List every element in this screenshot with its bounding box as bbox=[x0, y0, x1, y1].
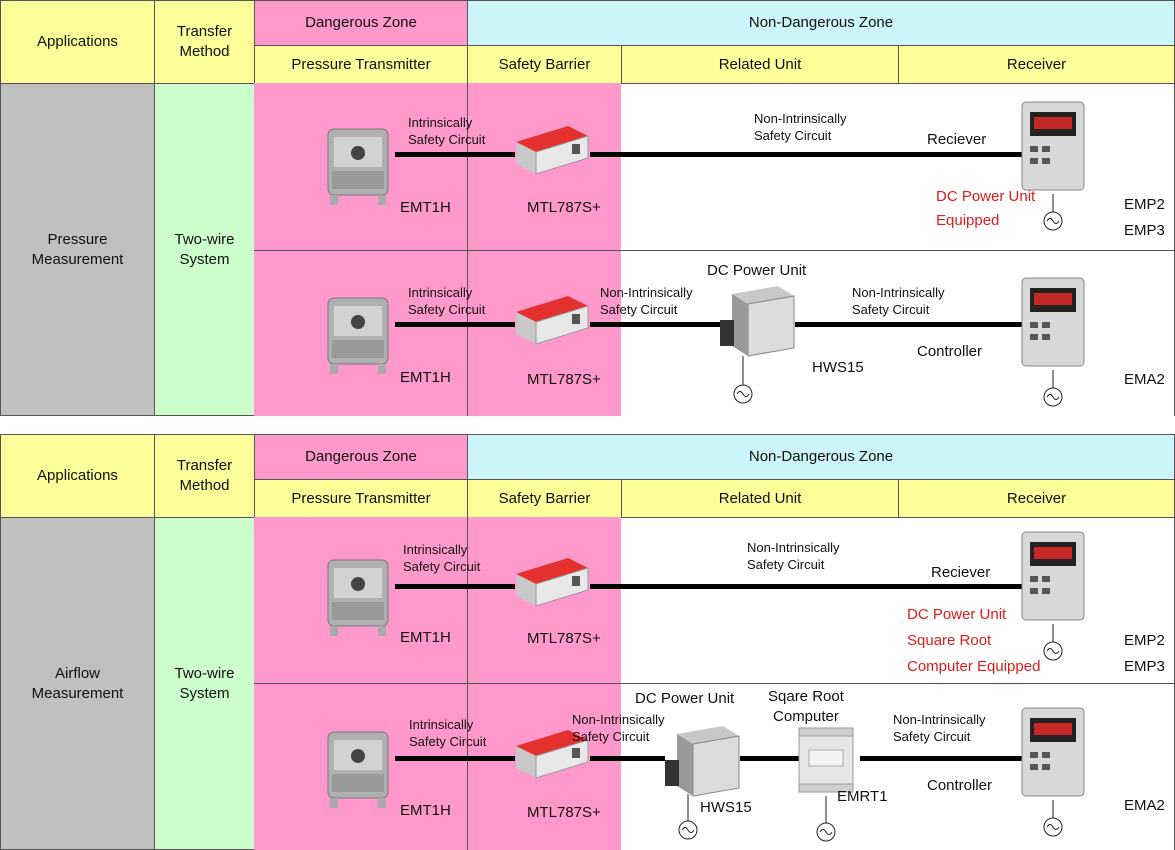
safety-barrier-icon bbox=[516, 730, 589, 779]
is-circuit-label: Intrinsically Safety Circuit bbox=[408, 285, 486, 317]
header-non-dangerous-zone: Non-Dangerous Zone bbox=[467, 434, 1175, 480]
is-circuit-label: Intrinsically Safety Circuit bbox=[403, 542, 481, 574]
power-source-icon bbox=[1043, 194, 1063, 231]
header-receiver: Receiver bbox=[898, 45, 1175, 84]
wire bbox=[590, 322, 720, 327]
transmitter-model: EMT1H bbox=[400, 369, 451, 386]
barrier-model: MTL787S+ bbox=[527, 199, 601, 216]
square-root-computer-icon bbox=[798, 727, 854, 793]
header-related-unit: Related Unit bbox=[621, 479, 899, 518]
controller-icon bbox=[1021, 277, 1085, 367]
nis-circuit-label: Non-Intrinsically Safety Circuit bbox=[852, 285, 945, 317]
square-root-computer-label: Sqare Root Computer bbox=[768, 688, 844, 725]
header-pressure-transmitter: Pressure Transmitter bbox=[254, 45, 468, 84]
header-dangerous-zone: Dangerous Zone bbox=[254, 434, 468, 480]
barrier-model: MTL787S+ bbox=[527, 371, 601, 388]
header-applications: Applications bbox=[0, 434, 155, 518]
receiver-icon bbox=[1021, 101, 1085, 191]
transmitter-icon bbox=[327, 297, 389, 374]
power-source-icon bbox=[1043, 370, 1063, 407]
pressure-measurement-table: Applications Transfer Method Dangerous Z… bbox=[0, 0, 1175, 416]
is-circuit-label: Intrinsically Safety Circuit bbox=[408, 115, 486, 147]
wire bbox=[860, 756, 1030, 761]
wire bbox=[395, 322, 515, 327]
dc-power-unit-label: DC Power Unit bbox=[707, 262, 807, 279]
transmitter-model: EMT1H bbox=[400, 199, 451, 216]
receiver-label: Reciever bbox=[931, 564, 991, 581]
barrier-model: MTL787S+ bbox=[527, 804, 601, 821]
transmitter-icon bbox=[327, 559, 389, 636]
controller-label: Controller bbox=[917, 343, 983, 360]
header-safety-barrier: Safety Barrier bbox=[467, 45, 622, 84]
wire bbox=[395, 584, 515, 589]
row-divider bbox=[254, 683, 1175, 684]
dc-power-unit-label: DC Power Unit bbox=[635, 690, 735, 707]
dc-power-unit-model: HWS15 bbox=[700, 799, 752, 816]
barrier-model: MTL787S+ bbox=[527, 630, 601, 647]
header-safety-barrier: Safety Barrier bbox=[467, 479, 622, 518]
wire bbox=[590, 152, 1030, 157]
safety-barrier-icon bbox=[516, 296, 589, 345]
power-source-icon bbox=[816, 796, 836, 842]
power-source-icon bbox=[1043, 800, 1063, 837]
header-dangerous-zone: Dangerous Zone bbox=[254, 0, 468, 46]
power-source-icon bbox=[733, 356, 753, 404]
header-pressure-transmitter: Pressure Transmitter bbox=[254, 479, 468, 518]
header-transfer-method: Transfer Method bbox=[154, 434, 255, 518]
wire bbox=[395, 756, 515, 761]
header-applications: Applications bbox=[0, 0, 155, 84]
column-divider bbox=[467, 517, 468, 850]
dc-power-unit-icon bbox=[665, 726, 740, 797]
header-transfer-method: Transfer Method bbox=[154, 0, 255, 84]
transmitter-model: EMT1H bbox=[400, 802, 451, 819]
wire bbox=[740, 756, 800, 761]
transmitter-model: EMT1H bbox=[400, 629, 451, 646]
power-source-icon bbox=[1043, 624, 1063, 661]
nis-circuit-label: Non-Intrinsically Safety Circuit bbox=[754, 111, 847, 143]
application-cell: Pressure Measurement bbox=[0, 83, 155, 416]
dc-power-note: DC Power Unit Square Root Computer Equip… bbox=[907, 606, 1041, 675]
header-non-dangerous-zone: Non-Dangerous Zone bbox=[467, 0, 1175, 46]
wire bbox=[590, 584, 1030, 589]
application-cell: Airflow Measurement bbox=[0, 517, 155, 850]
safety-barrier-icon bbox=[516, 558, 589, 607]
transmitter-icon bbox=[327, 128, 389, 205]
row-divider bbox=[254, 250, 1175, 251]
transfer-cell: Two-wire System bbox=[154, 83, 255, 416]
is-circuit-label: Intrinsically Safety Circuit bbox=[409, 717, 487, 749]
square-root-computer-model: EMRT1 bbox=[837, 788, 888, 805]
dc-power-unit-icon bbox=[720, 286, 795, 357]
wire bbox=[590, 756, 665, 761]
transfer-cell: Two-wire System bbox=[154, 517, 255, 850]
dc-power-unit-model: HWS15 bbox=[812, 359, 864, 376]
wire bbox=[395, 152, 515, 157]
controller-label: Controller bbox=[927, 777, 993, 794]
controller-icon bbox=[1021, 707, 1085, 797]
receiver-models: EMP2 EMP3 bbox=[1124, 632, 1165, 675]
header-related-unit: Related Unit bbox=[621, 45, 899, 84]
nis-circuit-label: Non-Intrinsically Safety Circuit bbox=[893, 712, 986, 744]
receiver-label: Reciever bbox=[927, 131, 987, 148]
controller-model: EMA2 bbox=[1124, 371, 1165, 388]
receiver-icon bbox=[1021, 531, 1085, 621]
nis-circuit-label: Non-Intrinsically Safety Circuit bbox=[600, 285, 693, 317]
wire bbox=[795, 322, 1030, 327]
nis-circuit-label: Non-Intrinsically Safety Circuit bbox=[572, 712, 665, 744]
column-divider bbox=[467, 83, 468, 416]
header-receiver: Receiver bbox=[898, 479, 1175, 518]
power-source-icon bbox=[678, 794, 698, 840]
nis-circuit-label: Non-Intrinsically Safety Circuit bbox=[747, 540, 840, 572]
controller-model: EMA2 bbox=[1124, 797, 1165, 814]
receiver-models: EMP2 EMP3 bbox=[1124, 196, 1165, 239]
safety-barrier-icon bbox=[516, 126, 589, 175]
dc-power-note: DC Power Unit Equipped bbox=[936, 188, 1036, 229]
airflow-measurement-table: Applications Transfer Method Dangerous Z… bbox=[0, 434, 1175, 850]
transmitter-icon bbox=[327, 731, 389, 808]
